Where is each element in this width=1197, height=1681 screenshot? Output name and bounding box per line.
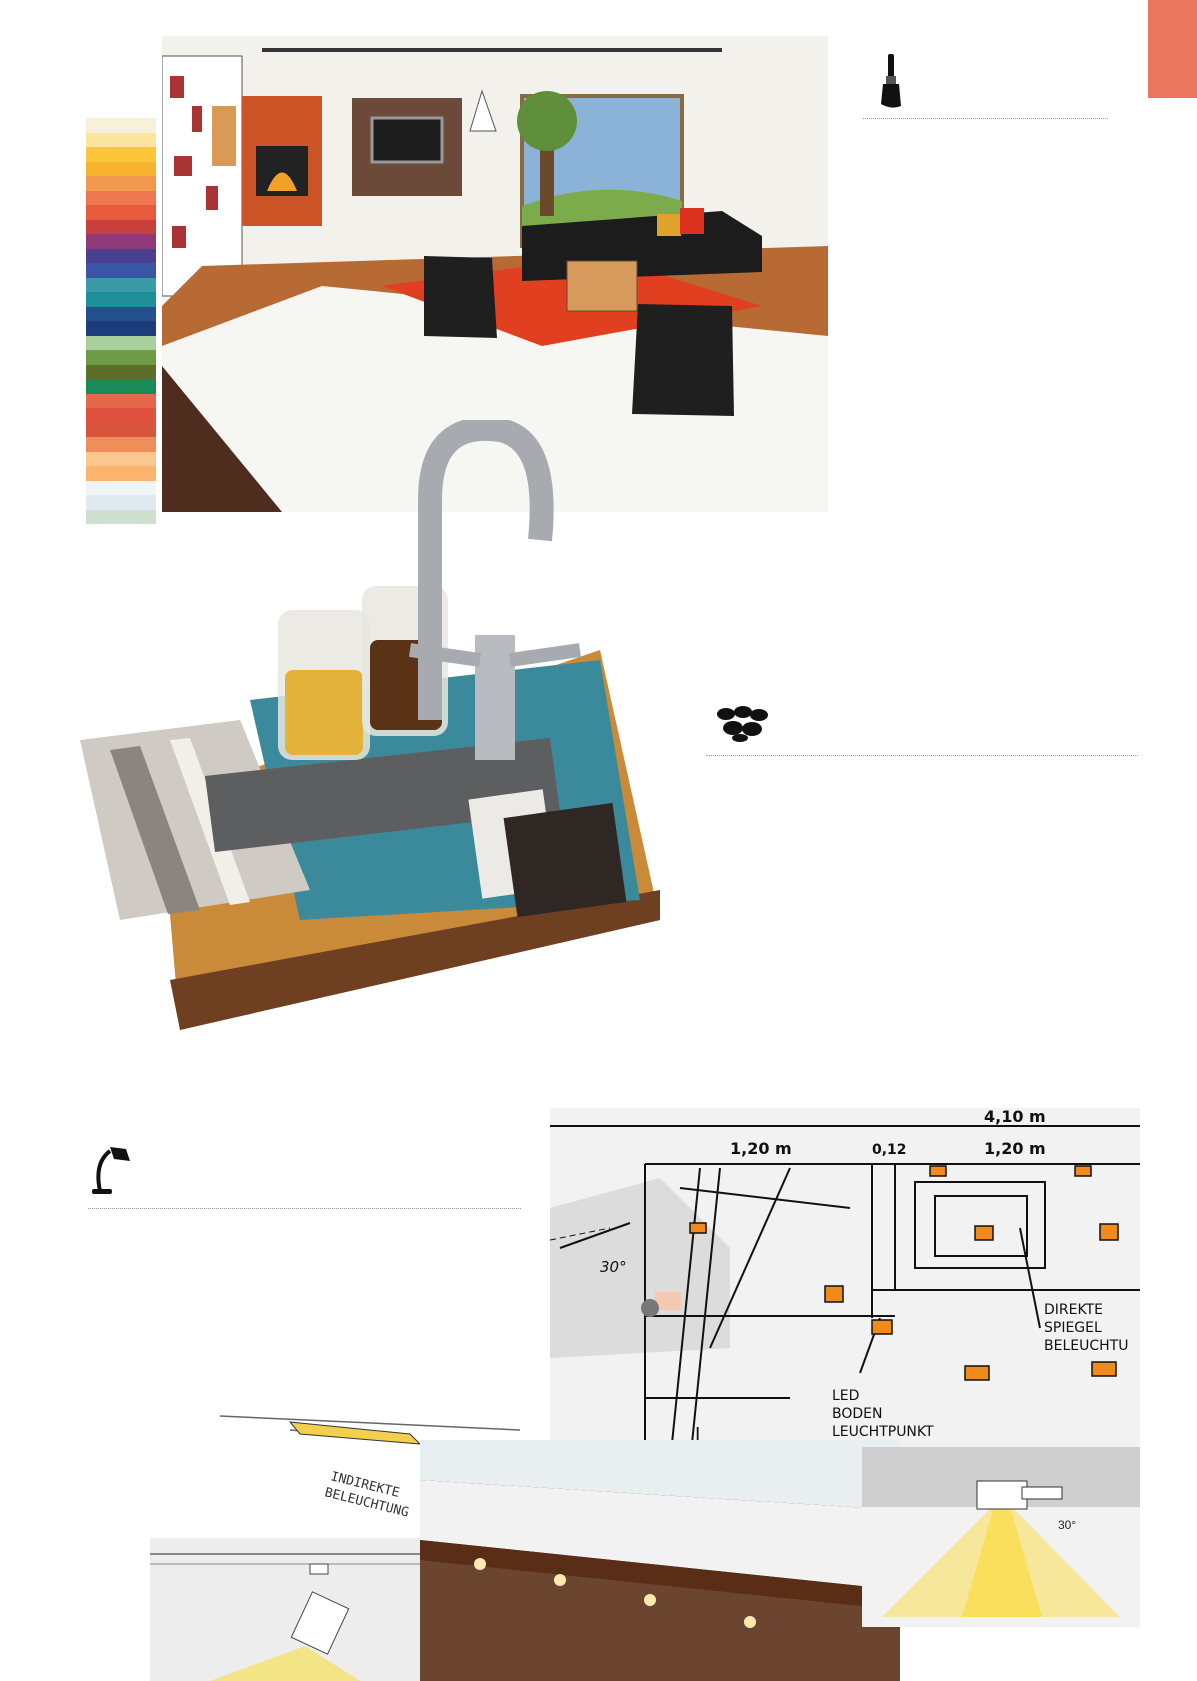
color-swatch-strip [86, 118, 156, 524]
color-swatch [86, 234, 156, 249]
plan-mirror-label-1: DIREKTE [1044, 1302, 1103, 1318]
material-sample-photo [80, 416, 680, 1060]
spotlight-diagram [150, 1538, 458, 1681]
color-swatch [86, 379, 156, 394]
plan-led-label-1: LED [832, 1388, 859, 1404]
section-rule-lighting [88, 1208, 521, 1209]
led-floor-lighting-photo [420, 1440, 900, 1681]
color-swatch [86, 190, 156, 205]
color-swatch [86, 263, 156, 278]
color-swatch [86, 306, 156, 321]
plan-led-label-2: BODEN [832, 1406, 882, 1422]
color-swatch [86, 393, 156, 408]
stones-icon [716, 706, 770, 742]
page-corner-tab [1148, 0, 1197, 98]
color-swatch [86, 364, 156, 379]
living-room-sketch [162, 36, 828, 512]
color-swatch [86, 161, 156, 176]
color-swatch [86, 292, 156, 307]
color-swatch [86, 219, 156, 234]
section-rule-stones [706, 755, 1138, 756]
color-swatch [86, 466, 156, 481]
color-swatch [86, 205, 156, 220]
plan-mirror-label-3: BELEUCHTU [1044, 1338, 1128, 1354]
plan-dim-left: 1,20 m [730, 1139, 792, 1158]
paintbrush-icon [875, 54, 909, 110]
plan-dim-right: 1,20 m [984, 1139, 1046, 1158]
color-swatch [86, 335, 156, 350]
color-swatch [86, 277, 156, 292]
color-swatch [86, 495, 156, 510]
color-swatch [86, 132, 156, 147]
color-swatch [86, 321, 156, 336]
lighting-floor-plan-sketch: 4,10 m 1,20 m 0,12 1,20 m 30° DIREKTE SP… [550, 1108, 1140, 1463]
plan-led-label-3: LEUCHTPUNKT [832, 1424, 934, 1440]
color-swatch [86, 408, 156, 423]
ceiling-lamp-detail-diagram: 30° [862, 1447, 1140, 1627]
plan-dim-small: 0,12 [872, 1142, 907, 1158]
color-swatch [86, 480, 156, 495]
color-swatch [86, 437, 156, 452]
plan-angle: 30° [600, 1258, 627, 1276]
color-swatch [86, 422, 156, 437]
plan-mirror-label-2: SPIEGEL [1044, 1320, 1102, 1336]
color-swatch [86, 451, 156, 466]
section-rule-materials [863, 118, 1108, 119]
color-swatch [86, 176, 156, 191]
detail-angle: 30° [1058, 1518, 1076, 1532]
color-swatch [86, 509, 156, 524]
plan-dim-total: 4,10 m [984, 1108, 1046, 1126]
color-swatch [86, 118, 156, 133]
plan-j-label: J [694, 1424, 700, 1445]
color-swatch [86, 147, 156, 162]
color-swatch [86, 248, 156, 263]
color-swatch [86, 350, 156, 365]
desk-lamp-icon [92, 1143, 136, 1195]
